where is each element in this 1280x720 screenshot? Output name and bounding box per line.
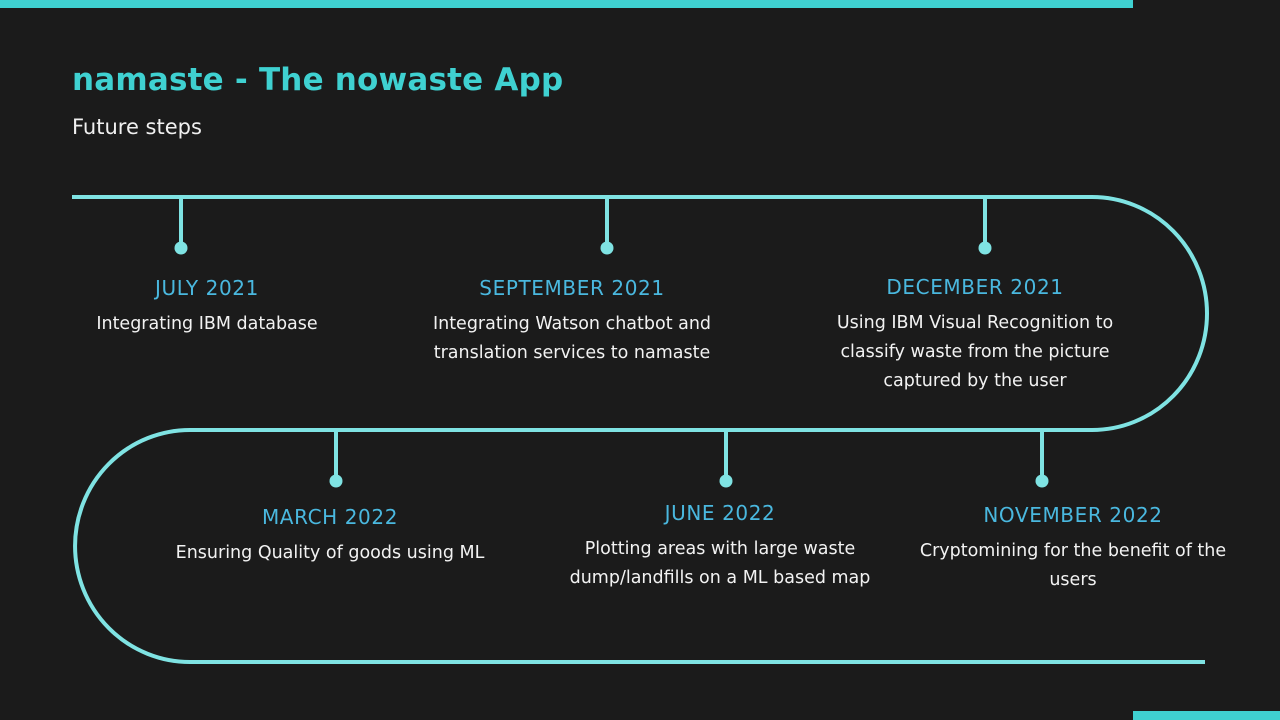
page-title: namaste - The nowaste App bbox=[72, 62, 564, 98]
timeline-marker-5 bbox=[719, 430, 733, 488]
event-description: Plotting areas with large waste dump/lan… bbox=[569, 539, 871, 588]
timeline-marker-6 bbox=[1035, 430, 1049, 488]
event-description: Cryptomining for the benefit of the user… bbox=[919, 541, 1227, 590]
top-accent-bar bbox=[0, 0, 1133, 8]
event-date: JUNE 2022 bbox=[664, 501, 776, 525]
event-description: Using IBM Visual Recognition to classify… bbox=[836, 313, 1114, 391]
timeline-event-june-2022: JUNE 2022 Plotting areas with large wast… bbox=[550, 500, 890, 593]
event-date: SEPTEMBER 2021 bbox=[479, 276, 665, 300]
timeline-path bbox=[72, 195, 1209, 664]
timeline-event-july-2021: JULY 2021 Integrating IBM database bbox=[37, 275, 377, 339]
timeline-marker-2 bbox=[600, 197, 614, 255]
timeline-event-march-2022: MARCH 2022 Ensuring Quality of goods usi… bbox=[160, 504, 500, 568]
event-date: DECEMBER 2021 bbox=[886, 275, 1064, 299]
event-date: NOVEMBER 2022 bbox=[983, 503, 1163, 527]
event-date: MARCH 2022 bbox=[261, 505, 399, 529]
event-date: JULY 2021 bbox=[155, 276, 259, 300]
timeline-marker-4 bbox=[329, 430, 343, 488]
event-description: Ensuring Quality of goods using ML bbox=[175, 543, 485, 563]
event-description: Integrating Watson chatbot and translati… bbox=[432, 314, 712, 363]
event-description: Integrating IBM database bbox=[96, 314, 318, 334]
timeline-event-december-2021: DECEMBER 2021 Using IBM Visual Recogniti… bbox=[805, 274, 1145, 396]
timeline-marker-3 bbox=[978, 197, 992, 255]
page-subtitle: Future steps bbox=[72, 115, 202, 139]
bottom-accent-bar bbox=[1133, 711, 1280, 720]
timeline-marker-1 bbox=[174, 197, 188, 255]
timeline-event-november-2022: NOVEMBER 2022 Cryptomining for the benef… bbox=[903, 502, 1243, 595]
timeline-event-september-2021: SEPTEMBER 2021 Integrating Watson chatbo… bbox=[402, 275, 742, 368]
timeline-markers bbox=[174, 197, 1049, 488]
